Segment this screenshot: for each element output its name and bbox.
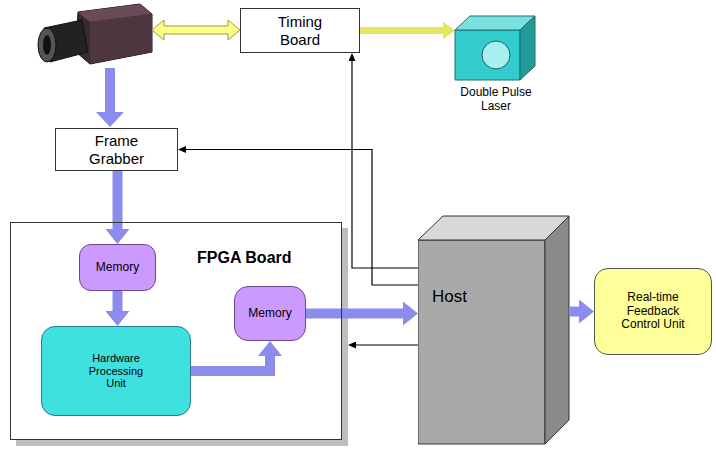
node-label: Memory: [96, 261, 139, 275]
camera-lens-glass: [43, 35, 51, 55]
host-computer-outline: [418, 215, 570, 445]
frame-grabber: Frame Grabber: [55, 128, 178, 171]
fpga-board: FPGA BoardMemoryHardware Processing Unit…: [10, 222, 342, 440]
node-label: Double Pulse Laser: [451, 86, 541, 114]
host-computer: Host: [418, 215, 570, 445]
timing-board: Timing Board: [240, 8, 360, 53]
board-shadow: [16, 440, 348, 446]
node-label: Hardware Processing Unit: [81, 352, 151, 390]
laser-unit: Double Pulse Laser: [440, 4, 552, 116]
laser-unit-face: [455, 30, 520, 80]
node-label: Frame Grabber: [77, 132, 157, 167]
memory-block: Memory: [234, 286, 306, 341]
host-computer-face: [418, 240, 545, 444]
node-label: Host: [432, 287, 467, 307]
host-computer-face: [418, 216, 569, 240]
memory-block: Memory: [79, 244, 156, 291]
host-computer-face: [545, 216, 569, 444]
camera-illustration: [38, 4, 152, 64]
node-label: Memory: [248, 307, 291, 321]
data-flow-arrow: [191, 356, 270, 371]
node-label: Real-time Feedback Control Unit: [611, 291, 695, 332]
image-data-arrow: [96, 68, 124, 127]
control-line: [352, 61, 418, 268]
data-flow-arrow: [570, 307, 579, 317]
node-label: Timing Board: [269, 13, 331, 48]
processing-unit: Hardware Processing Unit: [41, 326, 191, 416]
laser-unit-face: [520, 16, 535, 80]
control-line: [186, 150, 418, 286]
feedback-unit: Real-time Feedback Control Unit: [594, 268, 712, 355]
board-shadow: [342, 228, 348, 446]
camera-lens: [38, 28, 56, 62]
trigger-arrow: [360, 27, 443, 34]
camera-side: [90, 14, 152, 64]
sync-double-arrow: [152, 20, 240, 40]
node-label: FPGA Board: [197, 249, 292, 267]
camera-body: [76, 4, 152, 64]
laser-unit-face: [482, 41, 510, 69]
data-flow-arrow: [113, 291, 123, 311]
data-flow-arrow: [113, 171, 123, 229]
data-flow-arrow: [306, 309, 403, 319]
control-line: [356, 344, 418, 345]
